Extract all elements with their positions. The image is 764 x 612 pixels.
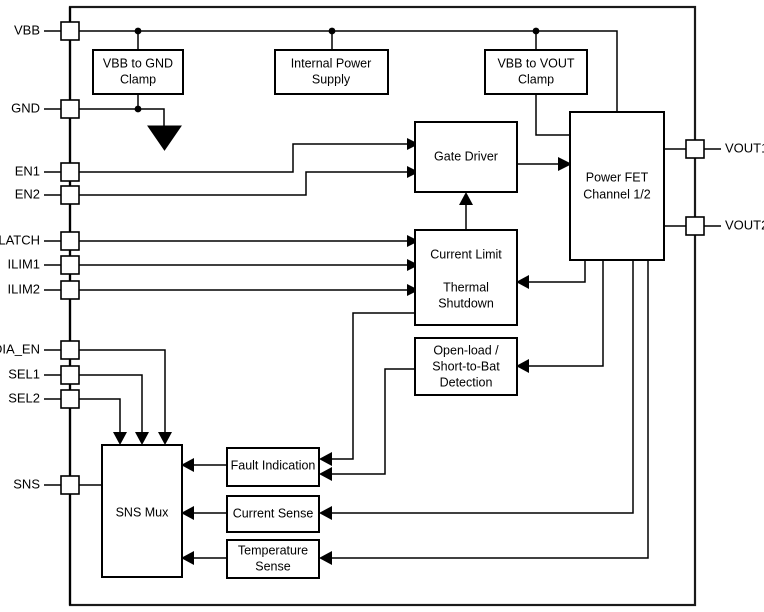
label-gate-driver: Gate Driver bbox=[434, 149, 498, 163]
wire-powerfet-to-temperature-sense bbox=[332, 260, 649, 559]
label-current-sense: Current Sense bbox=[233, 506, 314, 520]
pin-label-latch: LATCH bbox=[0, 232, 40, 247]
pin-label-en2: EN2 bbox=[15, 186, 40, 201]
block-vbb-to-vout-clamp[interactable] bbox=[484, 49, 588, 95]
block-gate-driver[interactable] bbox=[414, 121, 518, 193]
block-current-sense[interactable] bbox=[226, 495, 320, 533]
label-temperature-sense-line2: Sense bbox=[255, 559, 290, 573]
pin-box-vout2[interactable] bbox=[685, 216, 705, 236]
label-power-fet-line1: Power FET bbox=[586, 170, 649, 184]
pin-box-sel2[interactable] bbox=[60, 389, 80, 409]
pin-label-gnd: GND bbox=[11, 100, 40, 115]
junction-gnd bbox=[134, 105, 142, 113]
block-open-load-short-to-bat-detection[interactable] bbox=[414, 337, 518, 396]
label-vbb-to-gnd-clamp-line2: Clamp bbox=[120, 72, 156, 86]
block-power-fet[interactable] bbox=[569, 111, 665, 261]
pin-box-vbb[interactable] bbox=[60, 21, 80, 41]
pin-label-en1: EN1 bbox=[15, 163, 40, 178]
arrow-sel2-sns-mux bbox=[113, 432, 127, 445]
wire-powerfet-to-current-sense bbox=[332, 260, 634, 514]
arrow-en2-gate-driver bbox=[407, 166, 419, 178]
wire-sel1-to-sns-mux bbox=[70, 374, 143, 432]
arrow-sel1-sns-mux bbox=[135, 432, 149, 445]
label-temperature-sense-line1: Temperature bbox=[238, 543, 308, 557]
label-shutdown: Shutdown bbox=[438, 296, 494, 310]
label-vbb-to-vout-clamp-line1: VBB to VOUT bbox=[497, 56, 574, 70]
pin-box-dia-en[interactable] bbox=[60, 340, 80, 360]
pin-label-vout1: VOUT1 bbox=[725, 140, 764, 155]
arrow-dia-en-sns-mux bbox=[158, 432, 172, 445]
pin-label-ilim1: ILIM1 bbox=[7, 256, 40, 271]
wire-open-load-to-fault bbox=[332, 368, 415, 475]
pin-label-sel2: SEL2 bbox=[8, 390, 40, 405]
pin-box-ilim2[interactable] bbox=[60, 280, 80, 300]
label-open-load-line3: Detection bbox=[440, 375, 493, 389]
block-temperature-sense[interactable] bbox=[226, 539, 320, 579]
block-sns-mux[interactable] bbox=[101, 444, 183, 578]
arrow-current-limit-gate-driver bbox=[459, 192, 473, 205]
block-current-limit-thermal-shutdown[interactable] bbox=[414, 229, 518, 326]
wire-dia-en-to-sns-mux bbox=[70, 349, 166, 432]
arrow-fault-sns-mux bbox=[181, 458, 194, 472]
block-labels-layer: VBB to GND Clamp Internal Power Supply V… bbox=[103, 56, 651, 573]
pin-label-sel1: SEL1 bbox=[8, 366, 40, 381]
pin-box-vout1[interactable] bbox=[685, 139, 705, 159]
arrow-powerfet-current-sense bbox=[319, 506, 332, 520]
label-power-fet-line2: Channel 1/2 bbox=[583, 187, 650, 201]
pin-box-ilim1[interactable] bbox=[60, 255, 80, 275]
block-internal-power-supply[interactable] bbox=[274, 49, 389, 95]
label-current-limit: Current Limit bbox=[430, 247, 502, 261]
block-fault-indication[interactable] bbox=[226, 447, 320, 487]
pin-label-vbb: VBB bbox=[14, 22, 40, 37]
arrow-en1-gate-driver bbox=[407, 138, 419, 150]
left-pins-layer: VBB GND EN1 EN2 LATCH ILIM1 ILIM2 DIA_EN… bbox=[0, 21, 80, 495]
pin-box-sns[interactable] bbox=[60, 475, 80, 495]
wire-powerfet-to-current-limit bbox=[529, 260, 586, 283]
pin-box-en1[interactable] bbox=[60, 162, 80, 182]
pin-label-vout2: VOUT2 bbox=[725, 217, 764, 232]
wire-current-limit-to-fault bbox=[332, 312, 415, 460]
pin-box-latch[interactable] bbox=[60, 231, 80, 251]
arrow-gate-driver-powerfet bbox=[558, 157, 572, 171]
arrow-powerfet-temperature-sense bbox=[319, 551, 332, 565]
wire-en1-to-gate-driver bbox=[70, 143, 407, 173]
arrow-powerfet-open-load bbox=[516, 359, 529, 373]
pin-label-sns: SNS bbox=[13, 476, 40, 491]
block-vbb-to-gnd-clamp[interactable] bbox=[92, 49, 184, 95]
wire-vout-clamp-to-powerfet bbox=[535, 94, 570, 136]
arrow-ilim1-current-limit bbox=[407, 259, 419, 271]
arrow-temperature-sense-sns-mux bbox=[181, 551, 194, 565]
wire-sel2-to-sns-mux bbox=[70, 398, 121, 432]
pin-box-en2[interactable] bbox=[60, 185, 80, 205]
wire-powerfet-to-open-load bbox=[529, 260, 604, 367]
label-thermal: Thermal bbox=[443, 280, 489, 294]
arrow-latch-current-limit bbox=[407, 235, 419, 247]
label-internal-power-supply-line1: Internal Power bbox=[291, 56, 372, 70]
label-sns-mux: SNS Mux bbox=[116, 505, 170, 519]
arrow-ilim2-current-limit bbox=[407, 284, 419, 296]
wire-vbb-to-powerfet bbox=[536, 30, 618, 112]
pin-label-ilim2: ILIM2 bbox=[7, 281, 40, 296]
arrow-current-sense-sns-mux bbox=[181, 506, 194, 520]
right-pins-layer: VOUT1 VOUT2 bbox=[685, 139, 764, 236]
ground-triangle-icon bbox=[147, 125, 182, 151]
arrow-powerfet-current-limit bbox=[516, 275, 529, 289]
label-vbb-to-gnd-clamp-line1: VBB to GND bbox=[103, 56, 173, 70]
pin-label-dia-en: DIA_EN bbox=[0, 341, 40, 356]
label-internal-power-supply-line2: Supply bbox=[312, 72, 351, 86]
label-open-load-line1: Open-load / bbox=[433, 343, 499, 357]
label-open-load-line2: Short-to-Bat bbox=[432, 359, 500, 373]
arrow-open-load-fault bbox=[319, 467, 332, 481]
wire-gnd-rail bbox=[70, 108, 165, 126]
pin-box-gnd[interactable] bbox=[60, 99, 80, 119]
wire-en2-to-gate-driver bbox=[70, 171, 407, 196]
label-vbb-to-vout-clamp-line2: Clamp bbox=[518, 72, 554, 86]
blocks-layer bbox=[92, 49, 665, 579]
arrow-current-limit-fault bbox=[319, 452, 332, 466]
label-fault-indication: Fault Indication bbox=[231, 458, 316, 472]
pin-box-sel1[interactable] bbox=[60, 365, 80, 385]
